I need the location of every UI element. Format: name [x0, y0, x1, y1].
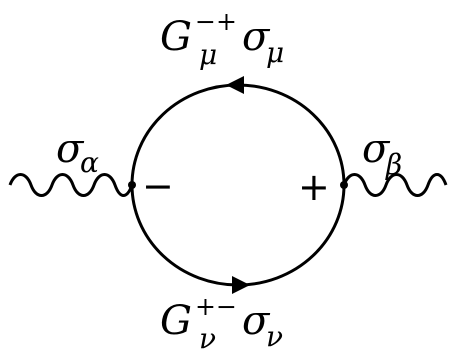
right-wavy-line	[342, 173, 448, 197]
top-sigma-subscript: μ	[266, 36, 284, 69]
left-vertex	[128, 181, 136, 189]
bottom-G-subscript: ν	[199, 322, 216, 355]
left-external-label: σ α	[56, 126, 99, 179]
right-sigma: σ	[362, 126, 391, 172]
top-G-superscript: −+	[195, 7, 237, 36]
right-external-label: σ β	[362, 126, 402, 181]
bottom-sigma-subscript: ν	[266, 320, 283, 353]
top-sigma: σ	[242, 14, 271, 60]
bottom-propagator-label: G +− ν σ ν	[160, 292, 283, 355]
bottom-G: G	[160, 298, 192, 344]
left-sigma: σ	[56, 126, 85, 172]
bottom-G-superscript: +−	[195, 292, 237, 321]
bottom-propagator-arrow	[232, 276, 250, 294]
left-vertex-sign: −	[142, 164, 174, 208]
top-propagator-arrow	[226, 76, 244, 94]
top-G-subscript: μ	[199, 38, 217, 71]
bottom-sigma: σ	[242, 298, 271, 344]
top-propagator-label: G −+ μ σ μ	[160, 7, 284, 71]
left-wavy-line	[8, 173, 134, 197]
right-vertex	[340, 181, 348, 189]
top-G: G	[160, 14, 192, 60]
right-sigma-subscript: β	[385, 148, 402, 181]
right-vertex-sign: +	[298, 165, 330, 209]
left-sigma-subscript: α	[80, 146, 99, 179]
